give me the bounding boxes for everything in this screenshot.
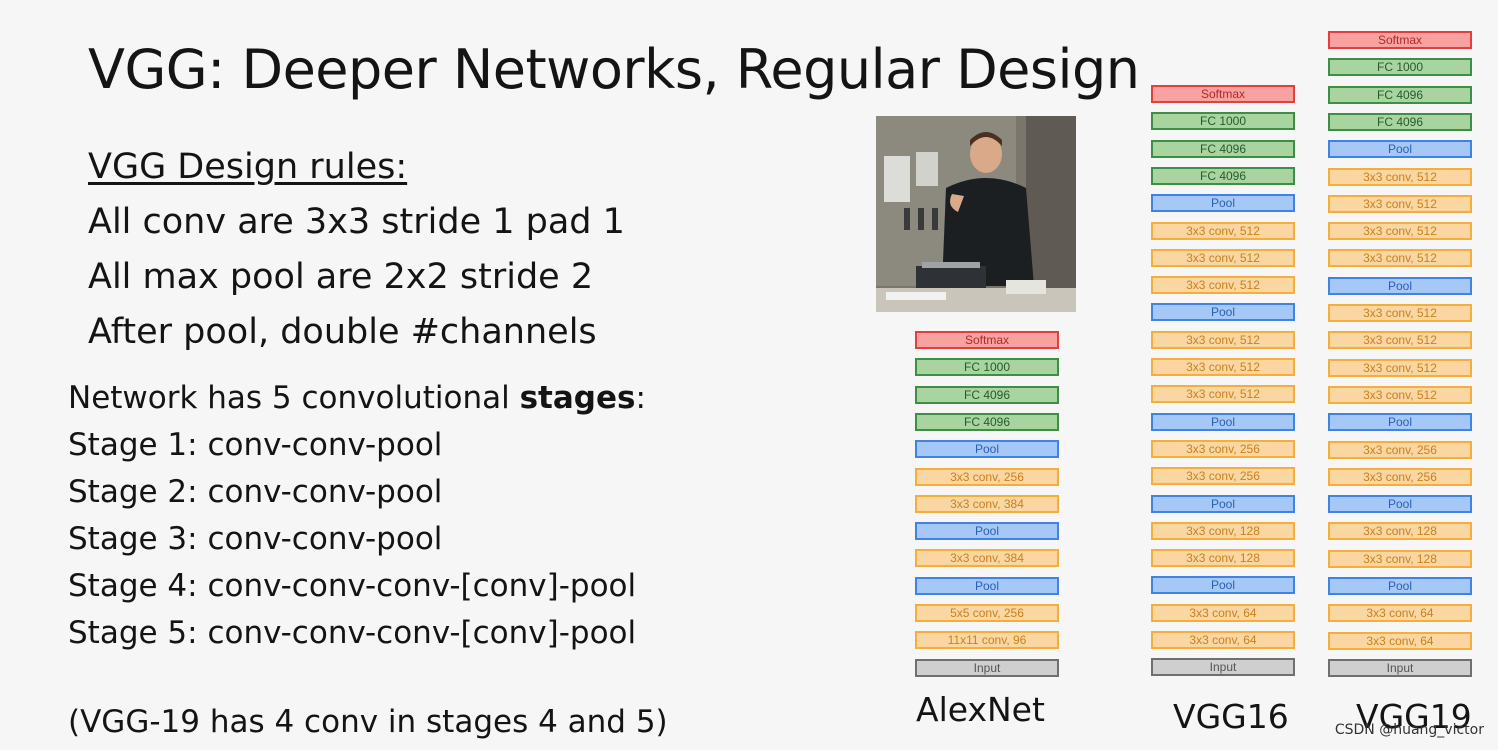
layer-conv: 3x3 conv, 512 [1328,304,1472,322]
layer-conv: 3x3 conv, 128 [1328,550,1472,568]
stages-intro: Network has 5 convolutional stages: [68,375,646,422]
layer-pool: Pool [1328,577,1472,595]
layer-conv: 3x3 conv, 256 [915,468,1059,486]
layer-conv: 3x3 conv, 64 [1328,632,1472,650]
layer-fc: FC 1000 [1328,58,1472,76]
layer-conv: 3x3 conv, 512 [1151,249,1295,267]
layer-pool: Pool [1328,140,1472,158]
stages-list: Network has 5 convolutional stages: Stag… [68,375,646,657]
layer-conv: 3x3 conv, 512 [1151,358,1295,376]
layer-pool: Pool [915,522,1059,540]
vgg19-label: VGG19 [1356,697,1472,736]
layer-fc: FC 1000 [915,358,1059,376]
layer-conv: 3x3 conv, 64 [1151,631,1295,649]
layer-conv: 3x3 conv, 128 [1151,549,1295,567]
layer-conv: 3x3 conv, 512 [1151,385,1295,403]
stage-item: Stage 5: conv-conv-conv-[conv]-pool [68,615,637,651]
layer-conv: 5x5 conv, 256 [915,604,1059,622]
layer-conv: 3x3 conv, 512 [1328,331,1472,349]
layer-conv: 3x3 conv, 64 [1151,604,1295,622]
layer-conv: 3x3 conv, 256 [1328,468,1472,486]
layer-conv: 3x3 conv, 512 [1151,276,1295,294]
csdn-watermark: CSDN @huang_victor [1334,722,1484,738]
stages-intro-bold: stages [519,380,636,416]
layer-conv: 3x3 conv, 256 [1328,441,1472,459]
layer-conv: 3x3 conv, 512 [1328,222,1472,240]
design-rules-heading: VGG Design rules: [88,147,408,187]
layer-conv: 3x3 conv, 512 [1151,331,1295,349]
slide-title: VGG: Deeper Networks, Regular Design [88,38,1140,101]
layer-conv: 3x3 conv, 512 [1328,195,1472,213]
layer-pool: Pool [1151,413,1295,431]
design-rule: All max pool are 2x2 stride 2 [88,257,594,297]
design-rule: After pool, double #channels [88,312,597,352]
layer-pool: Pool [915,440,1059,458]
lecturer-video-inset [876,116,1076,312]
vgg16-label: VGG16 [1173,697,1289,736]
layer-conv: 3x3 conv, 512 [1328,168,1472,186]
layer-fc: FC 1000 [1151,112,1295,130]
layer-conv: 3x3 conv, 128 [1328,522,1472,540]
layer-pool: Pool [1151,576,1295,594]
layer-pool: Pool [1328,277,1472,295]
layer-conv: 3x3 conv, 384 [915,495,1059,513]
layer-pool: Pool [1151,194,1295,212]
layer-conv: 3x3 conv, 256 [1151,440,1295,458]
layer-fc: FC 4096 [1328,113,1472,131]
layer-fc: FC 4096 [1328,86,1472,104]
layer-conv: 3x3 conv, 512 [1151,222,1295,240]
layer-softmax: Softmax [915,331,1059,349]
design-rule: All conv are 3x3 stride 1 pad 1 [88,202,625,242]
layer-input: Input [915,659,1059,677]
layer-input: Input [1151,658,1295,676]
layer-fc: FC 4096 [1151,140,1295,158]
stages-intro-suffix: : [635,380,646,416]
stage-item: Stage 2: conv-conv-pool [68,474,443,510]
layer-fc: FC 4096 [915,386,1059,404]
layer-conv: 3x3 conv, 512 [1328,359,1472,377]
stage-item: Stage 3: conv-conv-pool [68,521,443,557]
design-rules: VGG Design rules: All conv are 3x3 strid… [88,140,625,360]
layer-conv: 3x3 conv, 512 [1328,386,1472,404]
layer-pool: Pool [1151,495,1295,513]
layer-conv: 3x3 conv, 512 [1328,249,1472,267]
layer-conv: 11x11 conv, 96 [915,631,1059,649]
layer-pool: Pool [1328,495,1472,513]
footnote: (VGG-19 has 4 conv in stages 4 and 5) [68,704,668,740]
layer-softmax: Softmax [1328,31,1472,49]
alexnet-label: AlexNet [916,690,1045,729]
layer-input: Input [1328,659,1472,677]
layer-fc: FC 4096 [915,413,1059,431]
stage-item: Stage 1: conv-conv-pool [68,427,443,463]
layer-conv: 3x3 conv, 256 [1151,467,1295,485]
layer-conv: 3x3 conv, 64 [1328,604,1472,622]
layer-pool: Pool [1151,303,1295,321]
layer-pool: Pool [1328,413,1472,431]
lecturer-video-image [876,116,1076,312]
stages-intro-prefix: Network has 5 convolutional [68,380,520,416]
layer-softmax: Softmax [1151,85,1295,103]
layer-fc: FC 4096 [1151,167,1295,185]
layer-conv: 3x3 conv, 384 [915,549,1059,567]
stage-item: Stage 4: conv-conv-conv-[conv]-pool [68,568,637,604]
layer-conv: 3x3 conv, 128 [1151,522,1295,540]
layer-pool: Pool [915,577,1059,595]
